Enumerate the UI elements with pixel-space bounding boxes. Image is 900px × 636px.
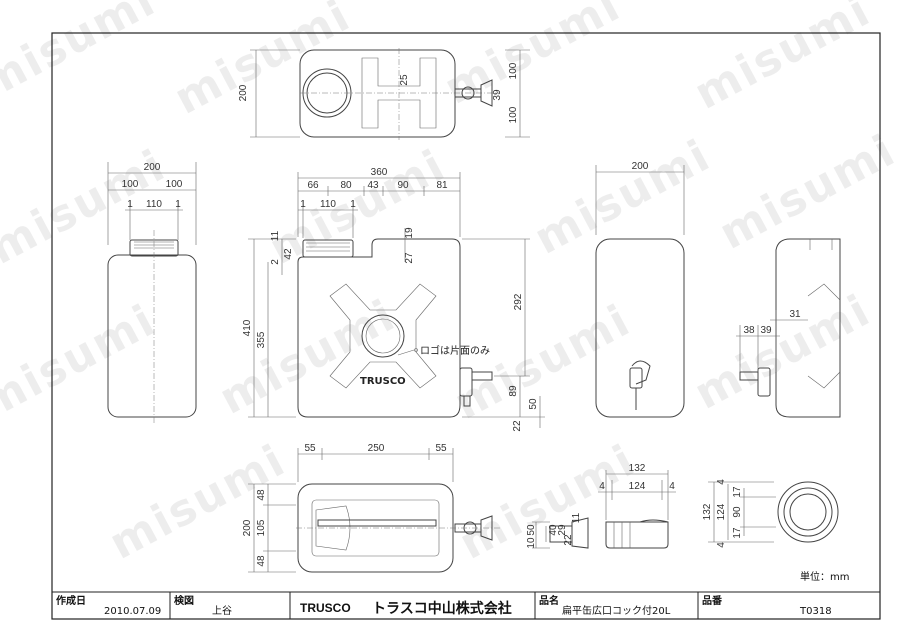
checked-label: 検図 — [174, 594, 194, 607]
svg-text:misumi: misumi — [0, 0, 164, 110]
product-label: 品名 — [539, 594, 559, 607]
svg-text:66: 66 — [307, 180, 319, 191]
svg-text:misumi: misumi — [686, 285, 879, 420]
svg-text:132: 132 — [702, 503, 713, 520]
svg-text:misumi: misumi — [686, 0, 879, 120]
svg-text:2: 2 — [270, 259, 281, 265]
checked-value: 上谷 — [212, 605, 232, 617]
svg-text:1: 1 — [350, 199, 356, 210]
svg-text:90: 90 — [732, 506, 743, 518]
created-label: 作成日 — [56, 594, 86, 607]
svg-text:355: 355 — [256, 331, 267, 348]
svg-text:39: 39 — [492, 89, 503, 101]
svg-text:11: 11 — [571, 512, 582, 523]
svg-text:1: 1 — [127, 199, 133, 210]
svg-text:200: 200 — [242, 519, 253, 536]
svg-text:19: 19 — [404, 227, 415, 239]
svg-text:4: 4 — [599, 481, 605, 492]
svg-text:132: 132 — [629, 463, 646, 474]
svg-text:124: 124 — [629, 481, 646, 492]
svg-text:42: 42 — [283, 248, 294, 260]
company-logo: TRUSCO — [300, 601, 351, 615]
svg-text:110: 110 — [146, 199, 162, 210]
svg-text:4: 4 — [669, 481, 675, 492]
sheet-frame — [51, 32, 881, 620]
svg-text:50: 50 — [526, 524, 537, 536]
cap-top-view: 132 4 124 4 17 90 17 — [702, 479, 839, 548]
svg-text:55: 55 — [435, 443, 447, 454]
svg-text:200: 200 — [144, 162, 161, 173]
part-value: T0318 — [799, 606, 832, 617]
svg-text:10: 10 — [526, 537, 537, 549]
svg-text:89: 89 — [508, 385, 519, 397]
svg-text:100: 100 — [166, 179, 183, 190]
svg-text:38: 38 — [743, 325, 755, 336]
svg-text:1: 1 — [300, 199, 306, 210]
svg-text:48: 48 — [256, 555, 267, 567]
svg-text:100: 100 — [508, 106, 519, 123]
logo-note: ロゴは片面のみ — [420, 344, 490, 357]
back-view: 200 — [595, 161, 685, 418]
cap-side-view: 132 4 124 4 — [598, 463, 676, 549]
svg-text:17: 17 — [732, 527, 743, 539]
svg-text:misumi: misumi — [526, 130, 719, 265]
svg-text:105: 105 — [256, 519, 267, 536]
svg-text:43: 43 — [367, 180, 379, 191]
svg-text:81: 81 — [436, 180, 448, 191]
svg-text:17: 17 — [732, 486, 743, 498]
svg-text:27: 27 — [404, 252, 415, 264]
bottom-view: 55 250 55 200 48 105 48 — [242, 443, 500, 573]
svg-text:124: 124 — [716, 503, 727, 520]
svg-text:misumi: misumi — [446, 295, 639, 430]
svg-text:100: 100 — [122, 179, 139, 190]
unit-note: 単位：mm — [800, 570, 849, 583]
part-label: 品番 — [702, 594, 723, 607]
title-block: 作成日 2010.07.09 検図 上谷 TRUSCO トラスコ中山株式会社 品… — [52, 591, 880, 619]
svg-text:48: 48 — [256, 489, 267, 501]
top-view: 200 100 100 25 39 — [238, 48, 530, 140]
svg-text:misumi: misumi — [0, 295, 164, 430]
front-view: TRUSCO ロゴは片面のみ 360 66 80 43 90 81 1 110 … — [242, 167, 545, 432]
trusco-logo: TRUSCO — [360, 376, 406, 387]
svg-text:110: 110 — [320, 199, 336, 210]
svg-text:1: 1 — [175, 199, 181, 210]
svg-text:292: 292 — [513, 293, 524, 310]
svg-text:11: 11 — [270, 230, 281, 241]
svg-text:4: 4 — [716, 479, 727, 485]
svg-text:22: 22 — [563, 534, 574, 546]
svg-text:misumi: misumi — [166, 0, 359, 125]
svg-text:29: 29 — [557, 524, 568, 536]
svg-text:200: 200 — [238, 84, 249, 101]
svg-text:22: 22 — [512, 420, 523, 432]
svg-text:410: 410 — [242, 319, 253, 336]
svg-text:80: 80 — [340, 180, 352, 191]
svg-text:250: 250 — [368, 443, 385, 454]
svg-text:40: 40 — [548, 524, 559, 536]
created-value: 2010.07.09 — [104, 606, 161, 617]
svg-text:4: 4 — [716, 542, 727, 548]
svg-text:misumi: misumi — [451, 435, 644, 570]
side-view: 38 39 31 — [736, 238, 841, 418]
svg-text:360: 360 — [371, 167, 388, 178]
svg-text:100: 100 — [508, 62, 519, 79]
svg-text:50: 50 — [528, 398, 539, 410]
company-name: トラスコ中山株式会社 — [372, 600, 512, 617]
svg-text:31: 31 — [789, 309, 801, 320]
svg-text:misumi: misumi — [101, 435, 294, 570]
cock-detail-view: 50 10 40 29 22 11 — [526, 512, 589, 549]
left-side-view: 200 100 100 1 110 1 — [107, 162, 197, 425]
svg-text:misumi: misumi — [436, 0, 629, 115]
svg-text:200: 200 — [632, 161, 649, 172]
product-value: 扁平缶広口コック付20L — [562, 604, 671, 617]
svg-text:39: 39 — [760, 325, 772, 336]
svg-text:90: 90 — [397, 180, 409, 191]
svg-text:25: 25 — [399, 74, 410, 86]
watermark: misumi misumi misumi misumi misumi misum… — [0, 0, 900, 570]
svg-text:55: 55 — [304, 443, 316, 454]
